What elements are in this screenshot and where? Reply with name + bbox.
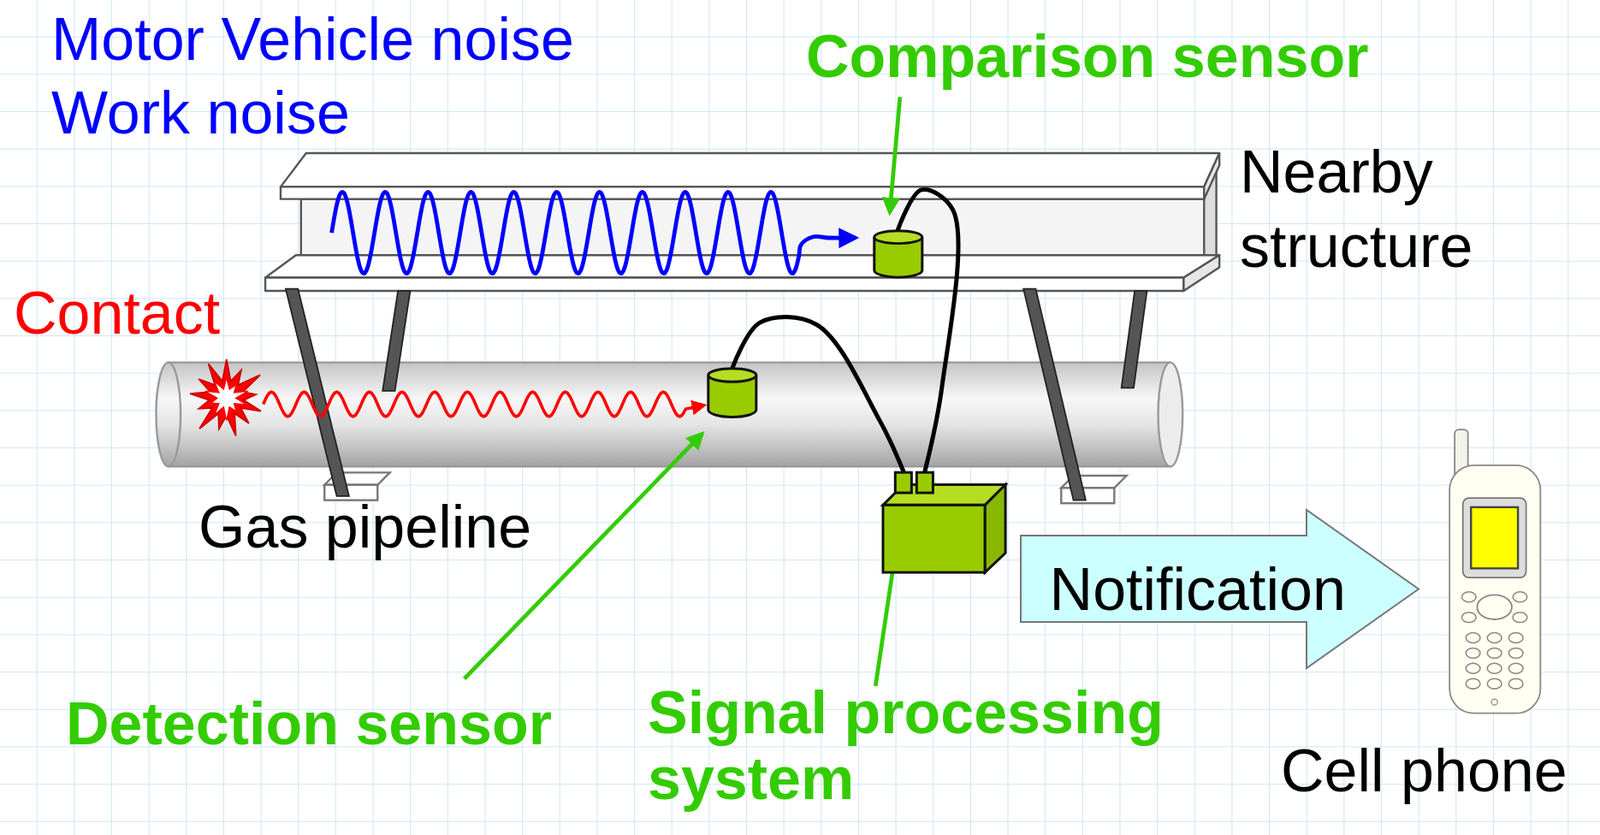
drawing-rect (265, 278, 1184, 292)
phone-key (1462, 592, 1477, 603)
drawing-path (889, 96, 901, 213)
text-label: Work noise (51, 78, 350, 149)
nav-key (1477, 594, 1513, 620)
burst-inner (205, 377, 249, 421)
drawing-polygon (1023, 289, 1086, 501)
phone-key (1466, 678, 1482, 689)
phone-key (1466, 647, 1482, 658)
drawing-ellipse (155, 362, 181, 468)
phone-key (1487, 647, 1503, 658)
part-label: Cell phone (1280, 736, 1568, 806)
notification-arrow: Notification (1020, 509, 1419, 669)
text-label: Gas pipeline (198, 492, 532, 563)
arrow-label: Notification (1049, 555, 1346, 625)
phone-key (1513, 612, 1529, 623)
vibration-waves (263, 191, 856, 416)
part-label: Signal processing system (647, 680, 1264, 812)
node-outline (872, 229, 925, 279)
phone-screen (1471, 507, 1519, 569)
i-beam-structure (265, 153, 1220, 291)
screen-frame (1463, 497, 1527, 578)
signal-processing-unit: Signal processing system (882, 471, 1006, 574)
contact-wave (263, 391, 705, 417)
contact-starburst (189, 359, 261, 436)
phone-key (1466, 632, 1482, 643)
phone-key (1487, 678, 1503, 689)
drawing-rect (280, 186, 1204, 199)
arrow-shape (1020, 509, 1419, 669)
connector-pin (916, 472, 933, 493)
drawing-polygon (1183, 254, 1220, 291)
text-label: Contact (13, 278, 220, 349)
burst-outer (189, 359, 261, 436)
detection-sensor: Detection sensor (706, 367, 759, 419)
sensor-top (708, 368, 757, 383)
phone-body (1450, 465, 1541, 714)
part-label: Detection sensor (65, 689, 552, 759)
text-label: Motor Vehicle noise (51, 5, 575, 75)
phone-key (1509, 678, 1524, 689)
connector-pin (894, 472, 912, 493)
part-label: Comparison sensor (805, 22, 1369, 92)
phone-key (1487, 632, 1503, 643)
phone-key (1509, 647, 1524, 658)
phone-key (1509, 663, 1524, 674)
phone-key (1513, 592, 1529, 603)
node-outline (1448, 428, 1543, 715)
phone-key (1509, 632, 1524, 643)
drawing-polygon (280, 153, 1220, 187)
sensor-top (873, 231, 922, 244)
text-label: Nearby structure (1239, 135, 1523, 285)
sensor-cable (732, 317, 904, 472)
box-side (984, 484, 1006, 573)
cell-phone: Cell phone (1448, 428, 1543, 715)
phone-key (1462, 612, 1477, 623)
drawing-rect (1060, 487, 1115, 504)
phone-key (1466, 663, 1482, 674)
comparison-sensor: Comparison sensor (872, 229, 925, 279)
noise-wave (331, 191, 856, 273)
phone-mic (1492, 699, 1499, 706)
support-legs (285, 289, 1148, 501)
leader-arrows (464, 96, 901, 686)
drawing-polygon (382, 290, 410, 392)
drawing-polygon (1203, 153, 1220, 200)
drawing-ellipse (1158, 362, 1184, 468)
node-outline (706, 367, 759, 419)
phone-key (1487, 663, 1503, 674)
drawing-polygon (1121, 290, 1148, 388)
node-outline (882, 471, 1006, 574)
box-front (882, 504, 985, 573)
